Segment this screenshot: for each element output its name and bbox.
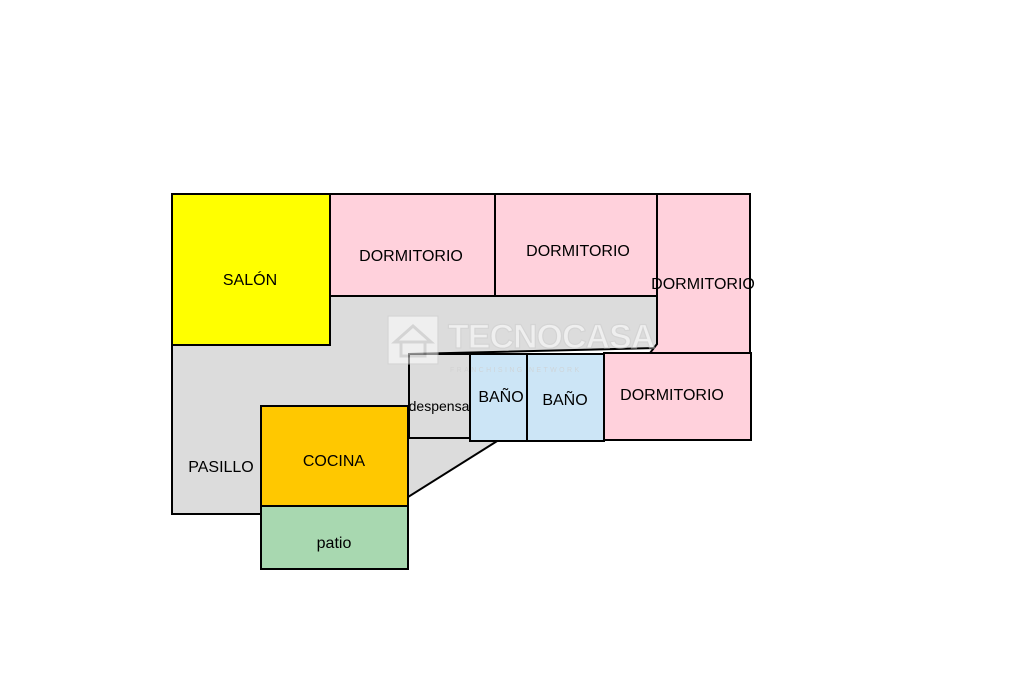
bathroom-2 bbox=[526, 353, 605, 442]
label-salon: SALÓN bbox=[223, 270, 277, 289]
label-bano-2: BAÑO bbox=[542, 389, 587, 409]
bedroom-1 bbox=[329, 193, 496, 297]
label-dormitorio-1: DORMITORIO bbox=[359, 248, 463, 265]
label-cocina: COCINA bbox=[303, 453, 366, 470]
label-patio: patio bbox=[317, 535, 352, 552]
kitchen bbox=[260, 405, 409, 507]
house-logo-icon bbox=[387, 315, 439, 365]
label-dormitorio-4: DORMITORIO bbox=[620, 387, 724, 404]
label-bano-1: BAÑO bbox=[478, 386, 523, 406]
bathroom-1 bbox=[469, 353, 528, 442]
watermark-tagline: FRANCHISING NETWORK bbox=[450, 367, 582, 374]
patio bbox=[260, 505, 409, 570]
bedroom-4 bbox=[603, 352, 752, 441]
label-pasillo: PASILLO bbox=[188, 459, 254, 476]
living-room bbox=[171, 193, 331, 346]
label-dormitorio-2: DORMITORIO bbox=[526, 243, 630, 260]
bedroom-3 bbox=[647, 193, 751, 354]
watermark-brand: TECNOCASA bbox=[448, 318, 655, 356]
tecnocasa-watermark: TECNOCASA FRANCHISING NETWORK bbox=[387, 315, 656, 374]
label-despensa: despensa bbox=[409, 398, 470, 414]
bedroom-2 bbox=[494, 193, 658, 297]
label-dormitorio-3: DORMITORIO bbox=[651, 276, 755, 293]
